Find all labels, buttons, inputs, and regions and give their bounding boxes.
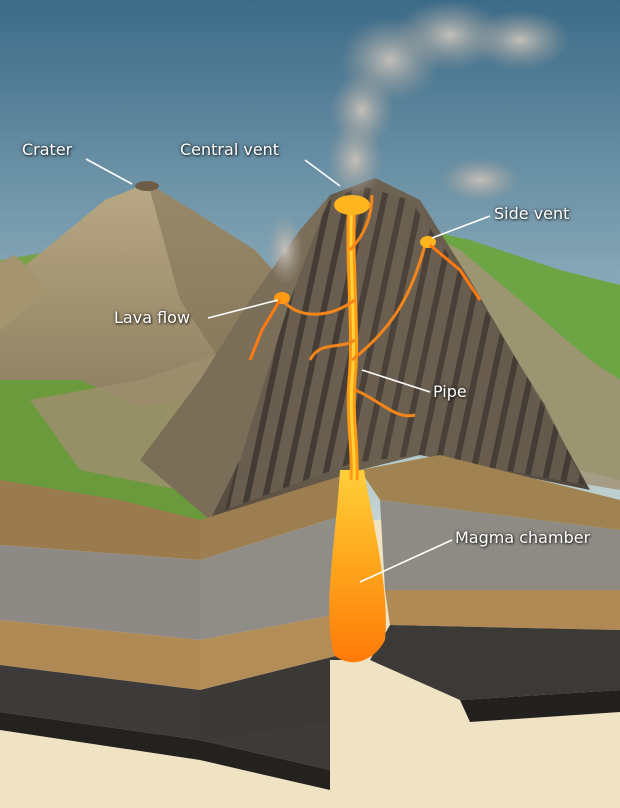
label-side-vent: Side vent <box>494 204 570 223</box>
lava-flow-streak <box>248 299 282 361</box>
central-vent-glow <box>334 195 370 215</box>
cone-strata-right <box>360 186 585 485</box>
label-magma-chamber: Magma chamber <box>455 528 591 547</box>
cone-strata <box>225 186 362 510</box>
lava-flow-leader <box>207 299 279 319</box>
strata-left-top <box>0 480 200 560</box>
side-vent-flow <box>429 243 482 301</box>
strata-mid-grey <box>200 510 360 640</box>
label-crater: Crater <box>22 140 73 159</box>
magma-chamber <box>329 470 386 663</box>
crater-rim <box>135 181 159 191</box>
strata-left-dark <box>0 665 330 770</box>
magma-chamber-leader <box>359 539 453 583</box>
leader-lines <box>85 158 491 583</box>
magma-branches <box>280 194 427 418</box>
strata-right-dark <box>370 625 620 700</box>
cut-notch <box>330 660 470 800</box>
strata-right-tan <box>385 590 620 630</box>
label-central-vent: Central vent <box>180 140 280 159</box>
pipe-leader <box>361 369 431 393</box>
strata-left-grey <box>0 545 200 640</box>
strata-right-dark2 <box>460 690 620 722</box>
strata-left-tan <box>0 620 200 690</box>
lava-flow-glow <box>274 292 290 304</box>
central-vent-leader <box>304 159 341 187</box>
strata-mid-top <box>200 470 360 560</box>
smoke-plume <box>267 0 570 285</box>
label-lava-flow: Lava flow <box>114 308 191 327</box>
side-vent-leader <box>431 215 491 239</box>
strata-right-grey <box>380 500 620 590</box>
strata-left-dark2 <box>0 712 330 790</box>
strata-mid-tan <box>200 610 360 690</box>
crater-leader <box>85 158 133 185</box>
strata-right-top <box>360 455 620 530</box>
label-pipe: Pipe <box>433 382 467 401</box>
left-small-peak <box>0 255 50 330</box>
strata-mid-dark <box>200 650 360 740</box>
